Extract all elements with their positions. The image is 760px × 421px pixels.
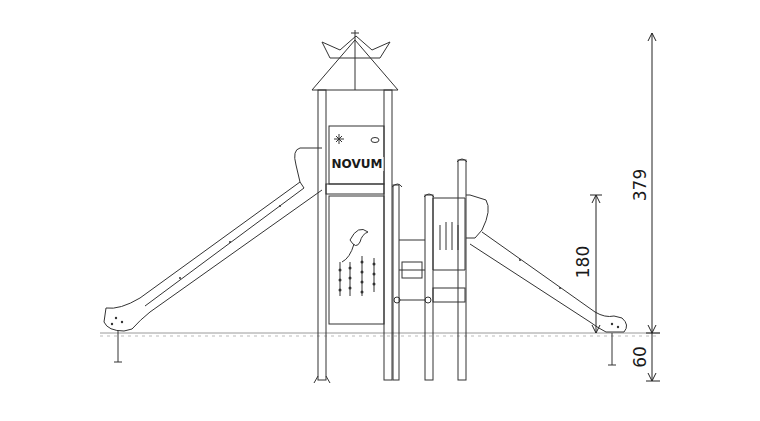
dimension-value: 60: [631, 345, 650, 369]
left-slide: [104, 148, 322, 362]
tower-posts: [314, 90, 392, 383]
dimension-lines: [590, 33, 660, 381]
ladder: [392, 159, 467, 380]
roof: [312, 30, 398, 90]
side-panel: [433, 198, 465, 302]
right-slide: [466, 195, 627, 365]
upper-panel: [326, 126, 384, 194]
brand-name: NOVUM: [331, 157, 384, 171]
dimension-value: 180: [574, 245, 593, 279]
ground: [100, 333, 660, 336]
lower-panel: [329, 196, 384, 324]
dimension-value: 379: [631, 168, 650, 202]
